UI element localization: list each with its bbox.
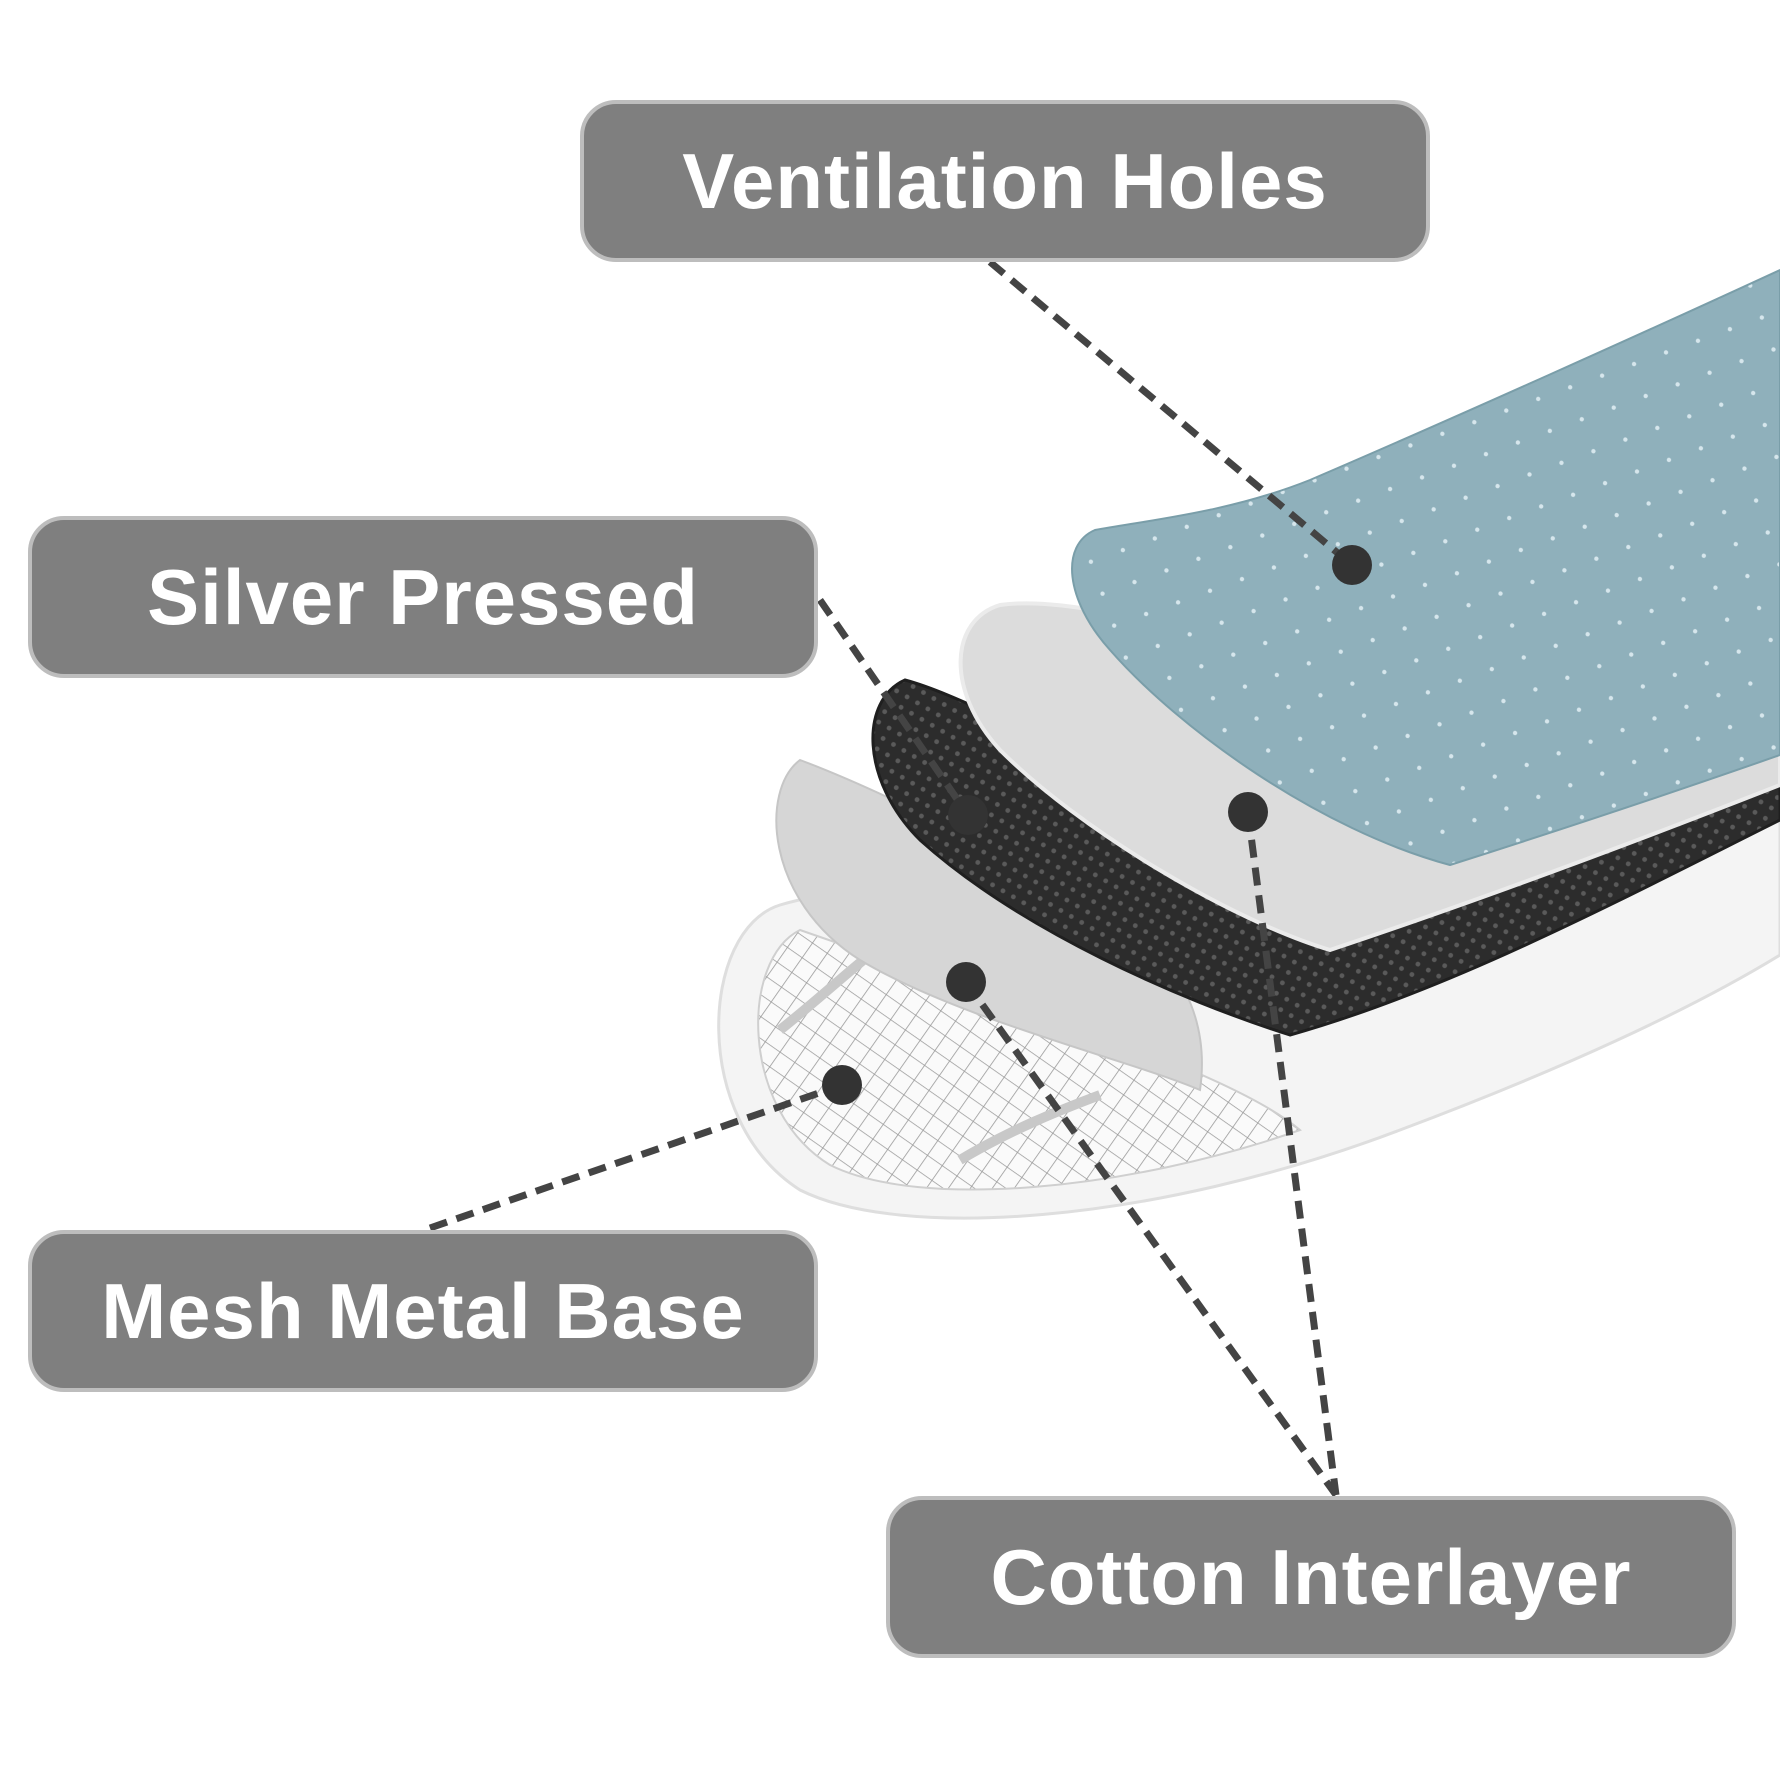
leader-cotton-2 <box>963 979 1339 1498</box>
dot-cotton-upper <box>1228 792 1268 832</box>
dot-silver <box>948 795 988 835</box>
label-silver-pressed: Silver Pressed <box>28 516 818 678</box>
leader-dots <box>822 545 1372 1105</box>
leader-silver <box>817 598 971 817</box>
leader-cotton-1 <box>1244 811 1340 1496</box>
dot-mesh <box>822 1065 862 1105</box>
label-mesh-metal-base: Mesh Metal Base <box>28 1230 818 1392</box>
leader-mesh <box>428 1081 844 1232</box>
label-cotton-interlayer: Cotton Interlayer <box>886 1496 1736 1658</box>
ventilation-top-layer <box>1071 268 1780 867</box>
dot-cotton-lower <box>946 962 986 1002</box>
dot-ventilation <box>1332 545 1372 585</box>
label-ventilation-holes: Ventilation Holes <box>580 100 1430 262</box>
leader-lines <box>428 259 1355 1498</box>
leader-ventilation <box>987 259 1355 568</box>
